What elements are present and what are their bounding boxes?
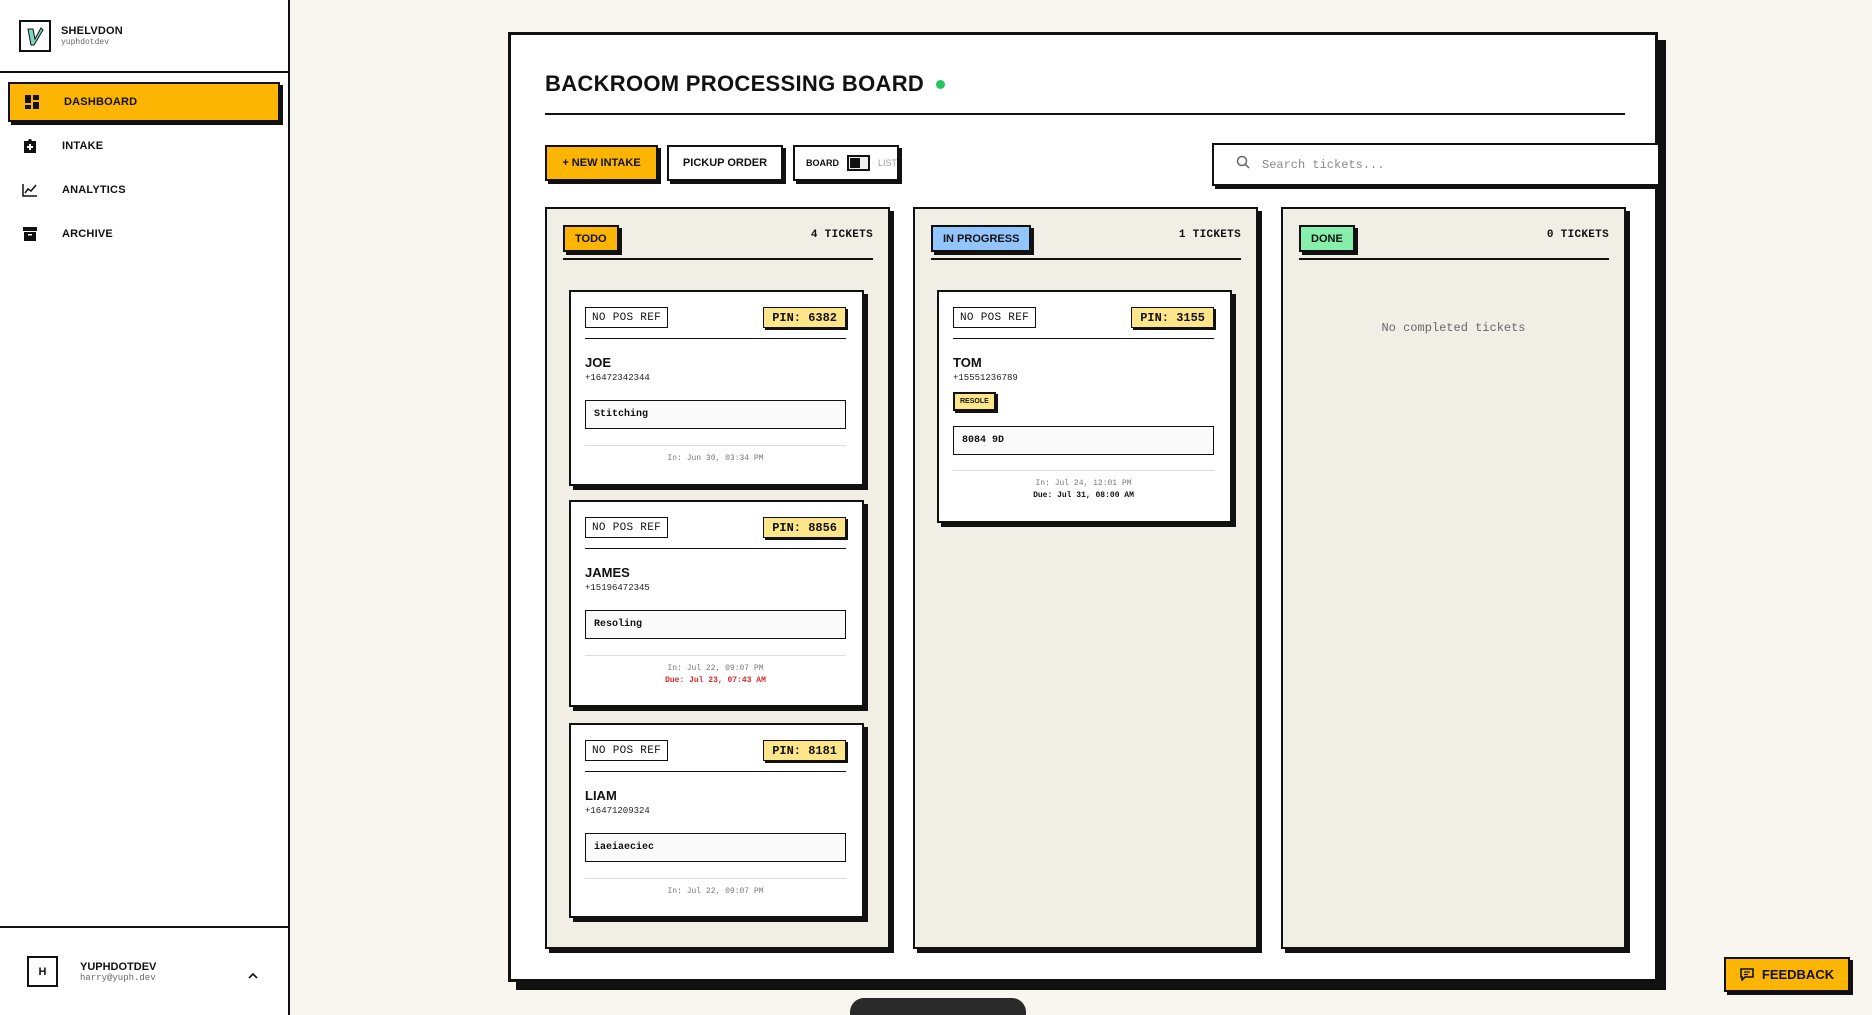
ticket-count: 1 TICKETS [1178,229,1241,241]
column-badge: TODO [563,225,619,252]
customer-phone: +15551236789 [953,373,1018,383]
customer-name: JOE [585,355,612,370]
intake-date: In: Jul 22, 09:07 PM [667,664,764,673]
column-header: IN PROGRESS 1 TICKETS [931,225,1241,260]
sidebar-item-label: DASHBOARD [64,96,138,108]
dashboard-icon [24,94,40,110]
sidebar-item-dashboard[interactable]: DASHBOARD [8,82,280,122]
ticket-card[interactable]: NO POS REF PIN: 6382 JOE +16472342344 St… [569,290,864,486]
sidebar-item-intake[interactable]: INTAKE [8,126,280,166]
pos-ref-badge: NO POS REF [585,307,669,328]
search-box [1212,143,1660,186]
column-badge: DONE [1299,225,1355,252]
pos-ref-badge: NO POS REF [953,307,1037,328]
toggle-board-label: BOARD [806,158,839,168]
pin-badge: PIN: 8856 [763,517,846,538]
brand-subtitle: yuphdotdev [61,37,110,47]
sidebar-item-label: ANALYTICS [62,184,126,196]
chat-icon [1740,968,1754,981]
avatar: H [27,956,58,987]
ticket-card[interactable]: NO POS REF PIN: 8181 LIAM +16471209324 i… [569,723,864,918]
intake-date: In: Jul 22, 09:07 PM [667,887,764,896]
column-todo: TODO 4 TICKETS NO POS REF PIN: 6382 JOE … [545,207,890,949]
user-name: YUPHDOTDEV [80,960,157,973]
customer-phone: +16471209324 [585,806,650,816]
ticket-count: 0 TICKETS [1546,229,1609,241]
ticket-count: 4 TICKETS [810,229,873,241]
board-header: BACKROOM PROCESSING BOARD [545,71,1625,115]
view-toggle[interactable]: BOARD LIST [793,145,899,181]
column-header: DONE 0 TICKETS [1299,225,1609,260]
logo-icon [19,19,51,52]
service-field: Stitching [585,400,846,429]
pickup-order-button[interactable]: PICKUP ORDER [667,145,783,181]
new-intake-button[interactable]: + NEW INTAKE [545,145,658,181]
view-switch[interactable] [847,155,870,171]
intake-date: In: Jun 30, 03:34 PM [667,454,764,463]
empty-state-text: No completed tickets [1381,321,1526,335]
plus-box-icon [22,138,38,154]
ticket-card[interactable]: NO POS REF PIN: 3155 TOM +15551236789 RE… [937,290,1232,523]
pos-ref-badge: NO POS REF [585,740,669,761]
sidebar-nav: DASHBOARD INTAKE ANALYTICS ARCHIVE [0,73,288,267]
column-in-progress: IN PROGRESS 1 TICKETS NO POS REF PIN: 31… [913,207,1258,949]
service-field: 8084 9D [953,426,1214,455]
service-field: Resoling [585,610,846,639]
page-title: BACKROOM PROCESSING BOARD [545,71,925,96]
sidebar-item-label: ARCHIVE [62,228,113,240]
customer-name: JAMES [585,565,630,580]
user-email: harry@yuph.dev [80,972,156,983]
pos-ref-badge: NO POS REF [585,517,669,538]
sidebar-item-label: INTAKE [62,140,104,152]
pin-badge: PIN: 6382 [763,307,846,328]
live-status-dot [936,80,946,89]
intake-date: In: Jul 24, 12:01 PM [1035,479,1132,488]
user-menu[interactable]: H YUPHDOTDEV harry@yuph.dev [0,926,288,1015]
brand-name: SHELVDON [61,24,123,37]
due-date: Due: Jul 23, 07:43 AM [665,676,766,685]
archive-icon [22,226,38,242]
floating-dock[interactable] [850,998,1026,1015]
chart-line-icon [22,182,38,198]
customer-phone: +16472342344 [585,373,650,383]
customer-name: LIAM [585,788,617,803]
column-header: TODO 4 TICKETS [563,225,873,260]
sidebar-item-analytics[interactable]: ANALYTICS [8,170,280,210]
search-input[interactable] [1262,157,1642,172]
chevron-up-icon[interactable] [248,966,258,984]
processing-board: BACKROOM PROCESSING BOARD + NEW INTAKE P… [508,32,1660,982]
feedback-button[interactable]: FEEDBACK [1724,957,1850,992]
feedback-label: FEEDBACK [1761,967,1835,982]
service-field: iaeiaeciec [585,833,846,862]
column-badge: IN PROGRESS [931,225,1032,252]
toolbar: + NEW INTAKE PICKUP ORDER BOARD LIST [545,143,1660,189]
service-tag: RESOLE [953,392,996,411]
sidebar: SHELVDON yuphdotdev DASHBOARD INTAKE ANA… [0,0,290,1015]
ticket-card[interactable]: NO POS REF PIN: 8856 JAMES +15196472345 … [569,500,864,707]
due-date: Due: Jul 31, 08:00 AM [1033,491,1134,500]
column-done: DONE 0 TICKETS No completed tickets [1281,207,1626,949]
brand-header[interactable]: SHELVDON yuphdotdev [0,0,288,73]
customer-phone: +15196472345 [585,583,650,593]
toggle-list-label: LIST [877,158,897,168]
search-icon [1236,155,1250,174]
customer-name: TOM [953,355,982,370]
pin-badge: PIN: 8181 [763,740,846,761]
sidebar-item-archive[interactable]: ARCHIVE [8,214,280,254]
pin-badge: PIN: 3155 [1131,307,1214,328]
